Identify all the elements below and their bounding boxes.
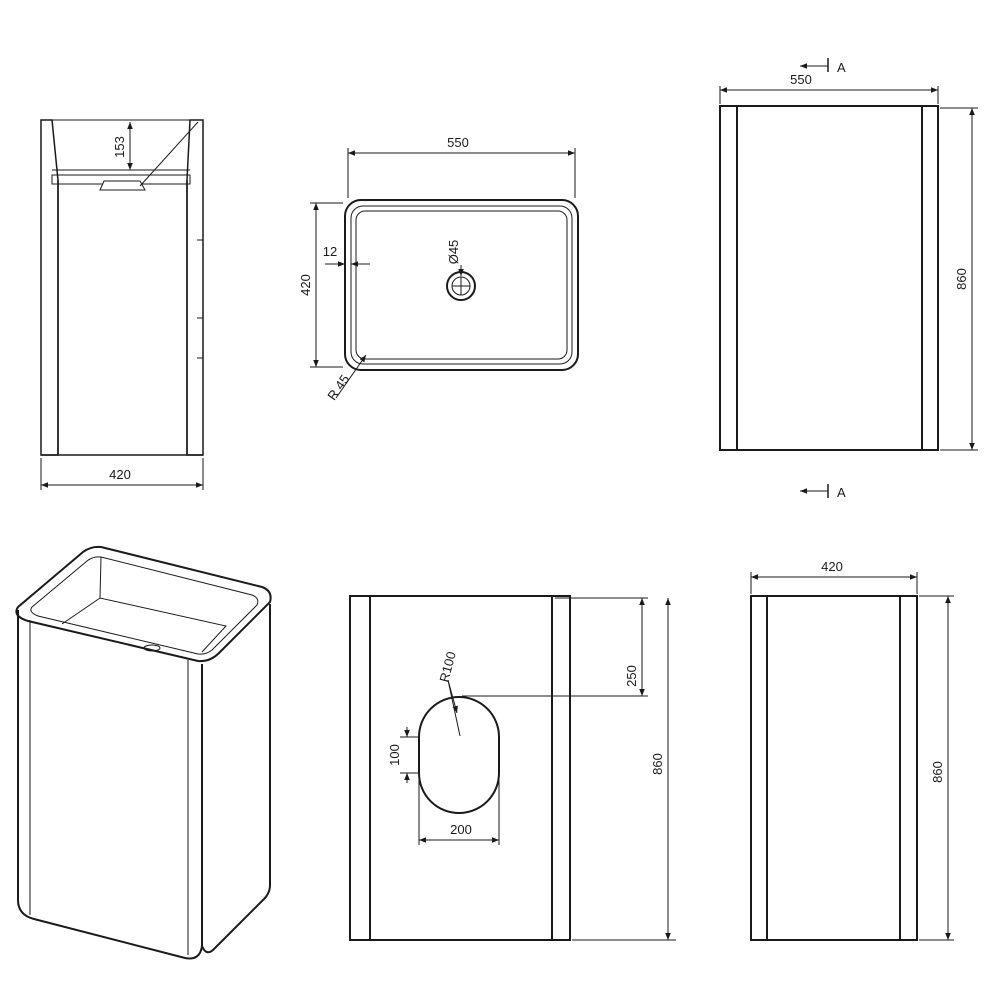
perspective-view — [15, 545, 272, 960]
back-body — [349, 595, 571, 941]
front-view: 550 A A 860 — [719, 58, 978, 500]
opening-straight-label: 100 — [387, 744, 402, 766]
top-width-label: 550 — [447, 135, 469, 150]
section-width-label: 420 — [109, 467, 131, 482]
top-radius-label: R 45 — [324, 372, 352, 403]
front-height-label: 860 — [954, 268, 969, 290]
side-width-label: 420 — [821, 559, 843, 574]
back-view: R100 250 100 200 860 — [349, 595, 676, 941]
perspective-basin-floor — [61, 597, 227, 653]
drain-diameter-label: Ø45 — [446, 240, 461, 265]
side-body — [750, 595, 918, 941]
perspective-body-front — [17, 610, 203, 960]
perspective-inner-rim — [30, 556, 259, 655]
opening-top-label: 250 — [624, 665, 639, 687]
front-width-label: 550 — [790, 72, 812, 87]
opening-width-label: 200 — [450, 822, 472, 837]
opening-radius-label: R100 — [436, 650, 459, 684]
section-view: 153 420 — [40, 119, 204, 490]
section-basin-floor — [51, 174, 191, 185]
perspective-outer-rim — [15, 545, 272, 663]
perspective-drain — [143, 644, 161, 652]
top-outer-rim — [344, 199, 579, 371]
top-basin-floor — [355, 210, 568, 360]
side-height-label: 860 — [930, 761, 945, 783]
back-height-label: 860 — [650, 753, 665, 775]
perspective-body-side — [201, 604, 271, 954]
top-view: Ø45 550 420 12 R 45 — [298, 135, 579, 403]
section-depth-label: 153 — [112, 136, 127, 158]
top-inner-basin — [350, 205, 573, 365]
back-opening — [418, 696, 500, 814]
section-marker-bottom: A — [837, 485, 846, 500]
top-wall-label: 12 — [323, 244, 337, 259]
section-marker-top: A — [837, 60, 846, 75]
section-drain — [99, 180, 146, 191]
front-body — [719, 105, 939, 451]
side-view: 420 860 — [750, 559, 954, 941]
top-height-label: 420 — [298, 274, 313, 296]
